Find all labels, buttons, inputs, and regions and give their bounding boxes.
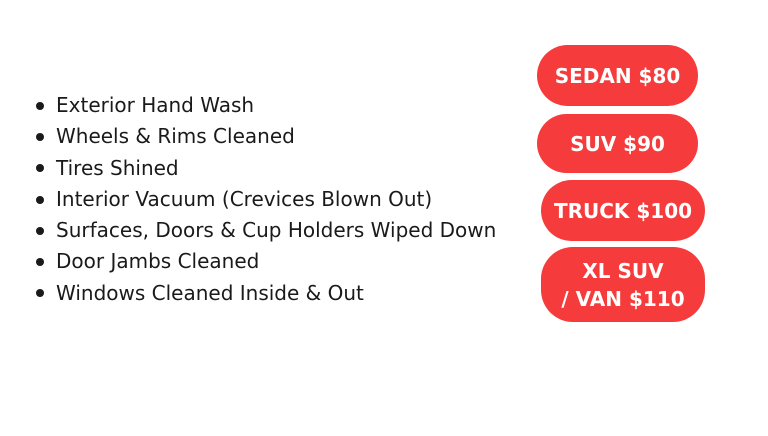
service-label: Surfaces, Doors & Cup Holders Wiped Down bbox=[56, 218, 497, 243]
xl-suv-van-price-button[interactable]: XL SUV / VAN $110 bbox=[541, 247, 705, 322]
service-label: Exterior Hand Wash bbox=[56, 93, 255, 117]
suv-price-label: SUV $90 bbox=[570, 131, 665, 156]
xl-suv-price-label-line1: XL SUV bbox=[582, 258, 664, 283]
service-item: Surfaces, Doors & Cup Holders Wiped Down bbox=[34, 215, 496, 246]
suv-price-button[interactable]: SUV $90 bbox=[537, 114, 698, 173]
service-label: Door Jambs Cleaned bbox=[56, 249, 260, 274]
bullet-icon bbox=[36, 164, 44, 173]
services-list: Exterior Hand Wash Wheels & Rims Cleaned… bbox=[34, 90, 496, 309]
xl-suv-price-label-line2: / VAN $110 bbox=[561, 286, 685, 311]
service-item: Tires Shined bbox=[34, 153, 496, 184]
bullet-icon bbox=[36, 226, 44, 235]
bullet-icon bbox=[36, 289, 44, 298]
service-label: Tires Shined bbox=[56, 155, 179, 180]
service-item: Exterior Hand Wash bbox=[34, 90, 496, 121]
bullet-icon bbox=[36, 101, 44, 110]
service-item: Interior Vacuum (Crevices Blown Out) bbox=[34, 184, 496, 215]
service-item: Door Jambs Cleaned bbox=[34, 246, 496, 277]
truck-price-label: TRUCK $100 bbox=[553, 198, 693, 223]
service-label: Wheels & Rims Cleaned bbox=[56, 124, 295, 149]
bullet-icon bbox=[36, 132, 44, 141]
sedan-price-label: SEDAN $80 bbox=[554, 63, 681, 88]
service-label: Windows Cleaned Inside & Out bbox=[56, 280, 364, 305]
bullet-icon bbox=[36, 258, 44, 267]
truck-price-button[interactable]: TRUCK $100 bbox=[541, 180, 705, 241]
bullet-icon bbox=[36, 195, 44, 204]
service-label: Interior Vacuum (Crevices Blown Out) bbox=[56, 186, 433, 211]
service-item: Windows Cleaned Inside & Out bbox=[34, 278, 496, 309]
sedan-price-button[interactable]: SEDAN $80 bbox=[537, 45, 698, 106]
service-item: Wheels & Rims Cleaned bbox=[34, 121, 496, 152]
